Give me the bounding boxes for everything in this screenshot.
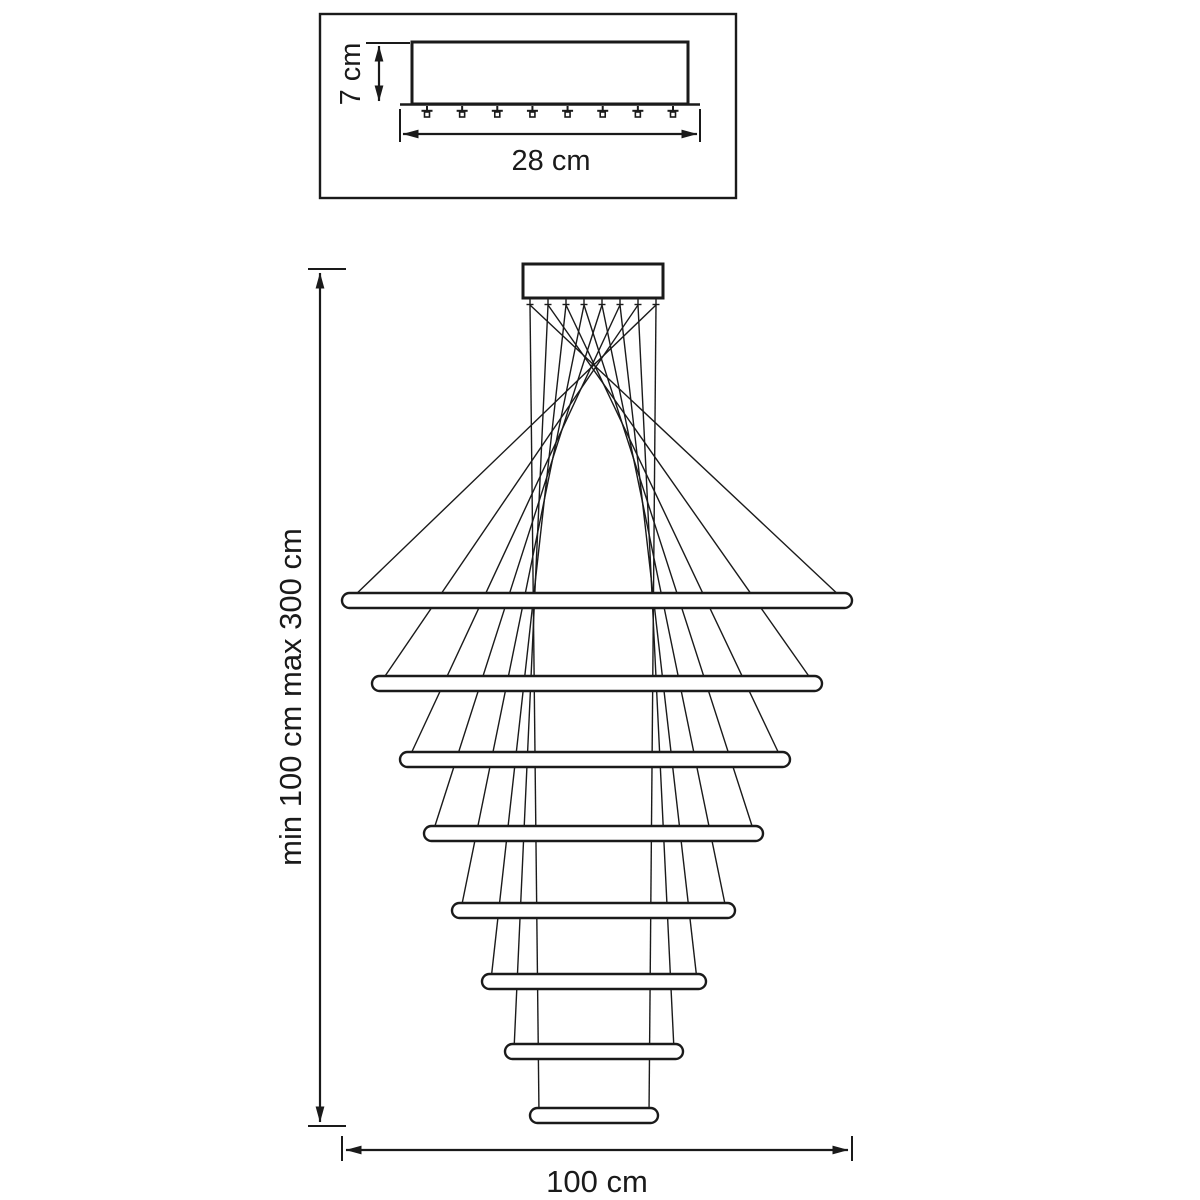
ceiling-canopy	[521, 262, 665, 300]
light-ring	[370, 674, 824, 693]
canopy-side-view	[410, 40, 690, 106]
canopy-detail-inset: 7 cm 28 cm	[318, 12, 738, 200]
light-ring	[398, 750, 792, 769]
screw-tip	[529, 111, 536, 118]
suspension-wire	[380, 304, 639, 683]
canopy-screws	[421, 106, 679, 118]
suspension-wire	[547, 304, 814, 683]
suspension-wire	[490, 304, 567, 981]
suspension-wire	[619, 304, 698, 981]
screw-tip	[493, 111, 501, 118]
inset-border	[318, 12, 738, 200]
suspension-wire	[529, 304, 540, 1115]
suspension-wires	[350, 304, 844, 1115]
screw-tip	[458, 111, 466, 118]
light-ring	[528, 1106, 660, 1125]
chandelier-front-view	[340, 262, 854, 1125]
width-dimension-label: 100 cm	[546, 1164, 648, 1199]
screw-tip	[423, 111, 431, 118]
screw-tip	[599, 111, 607, 118]
suspension-wire	[583, 304, 755, 833]
suspension-wire	[648, 304, 657, 1115]
screw-tip	[564, 111, 571, 118]
screw-tip	[669, 111, 677, 118]
light-rings	[340, 591, 854, 1125]
light-ring	[503, 1042, 685, 1061]
light-ring	[422, 824, 765, 843]
suspension-wire	[432, 304, 603, 833]
light-ring	[340, 591, 854, 610]
inset-width-label: 28 cm	[512, 145, 591, 177]
inset-height-label: 7 cm	[335, 43, 367, 106]
light-ring	[480, 972, 708, 991]
main-dimensions: min 100 cm max 300 cm 100 cm	[273, 268, 853, 1199]
height-dimension-label: min 100 cm max 300 cm	[273, 528, 308, 866]
screw-tip	[634, 111, 642, 118]
wire-hangers	[526, 298, 660, 306]
light-ring	[450, 901, 737, 920]
suspension-wire	[529, 304, 844, 600]
